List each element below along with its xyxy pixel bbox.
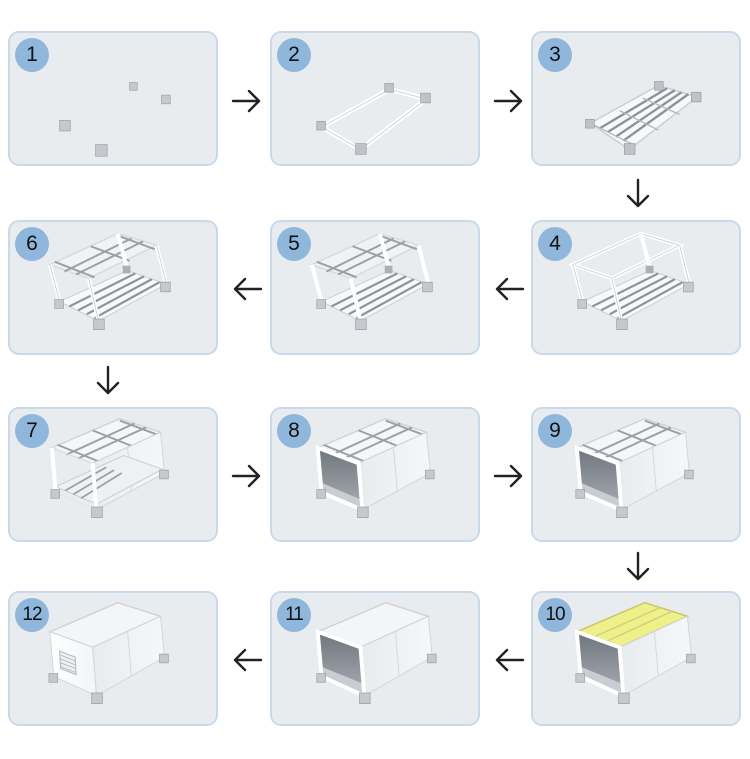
window-icon: [59, 650, 77, 676]
frame-with-roof-beams-illustration: [47, 232, 171, 331]
roof-insulation-illustration: [574, 601, 696, 704]
step-number-badge: 4: [538, 227, 572, 261]
step-number-badge: 12: [15, 598, 49, 632]
step-panel-12: 12: [8, 591, 218, 726]
step-number-badge: 10: [538, 598, 572, 632]
step-number-badge: 8: [277, 414, 311, 448]
floor-joists-illustration: [585, 81, 702, 155]
finished-module-illustration: [47, 601, 169, 704]
arrow-left-icon: [491, 271, 527, 307]
arrow-right-icon: [491, 458, 527, 494]
roofed-module-illustration: [315, 601, 437, 704]
step-panel-7: 7: [8, 407, 218, 542]
step-panel-5: 5: [270, 220, 480, 355]
arrow-right-icon: [229, 83, 265, 119]
arrow-left-icon: [229, 271, 265, 307]
step-number-badge: 2: [277, 38, 311, 72]
step-panel-11: 11: [270, 591, 480, 726]
step-panel-1: 1: [8, 31, 218, 166]
step-number-badge: 5: [277, 227, 311, 261]
frame-with-roof-beams-illustration: [309, 232, 433, 331]
corner-castings-illustration: [59, 82, 171, 157]
open-module-illustration: [315, 417, 435, 519]
step-panel-4: 4: [531, 220, 741, 355]
base-frame-illustration: [316, 83, 432, 155]
corner-posts-illustration: [567, 231, 694, 331]
step-panel-10: 10: [531, 591, 741, 726]
side-walls-illustration: [49, 417, 169, 519]
arrow-down-icon: [620, 549, 656, 585]
step-panel-2: 2: [270, 31, 480, 166]
open-module-illustration: [574, 417, 694, 519]
arrow-down-icon: [90, 363, 126, 399]
step-number-badge: 7: [15, 414, 49, 448]
arrow-left-icon: [491, 642, 527, 678]
step-number-badge: 3: [538, 38, 572, 72]
step-panel-3: 3: [531, 31, 741, 166]
step-panel-9: 9: [531, 407, 741, 542]
step-number-badge: 1: [15, 38, 49, 72]
arrow-right-icon: [491, 83, 527, 119]
step-panel-6: 6: [8, 220, 218, 355]
step-number-badge: 11: [277, 598, 311, 632]
arrow-left-icon: [229, 642, 265, 678]
step-number-badge: 9: [538, 414, 572, 448]
arrow-right-icon: [229, 458, 265, 494]
arrow-down-icon: [620, 176, 656, 212]
step-panel-8: 8: [270, 407, 480, 542]
step-number-badge: 6: [15, 227, 49, 261]
